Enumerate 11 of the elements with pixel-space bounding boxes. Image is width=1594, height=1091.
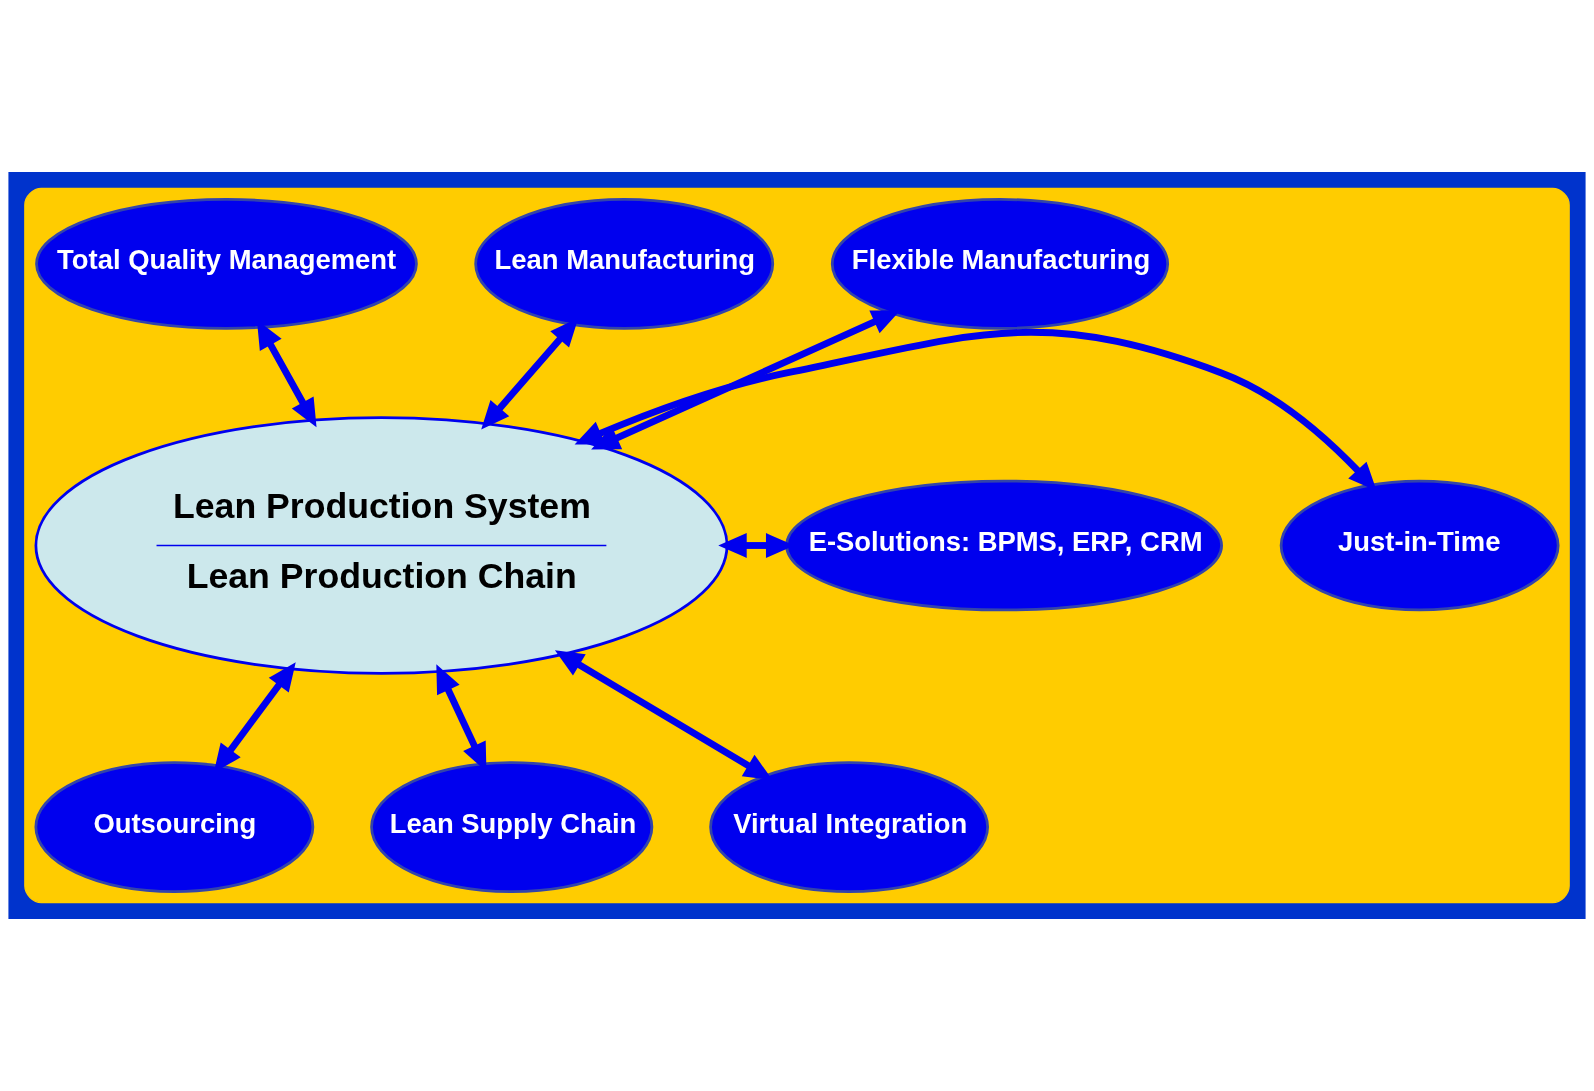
cluster <box>24 187 1570 904</box>
arrow <box>591 310 901 450</box>
node-ellipse: Total Quality Management <box>35 198 418 330</box>
node-ellipse: E-Solutions: BPMS, ERP, CRM <box>785 479 1223 612</box>
node-ellipse: Flexible Manufacturing <box>830 198 1170 330</box>
node-ellipse: Outsourcing <box>34 761 315 893</box>
node-ellipse: Virtual Integration <box>709 761 989 893</box>
node-ellipse: Lean Manufacturing <box>474 198 775 330</box>
arrow <box>554 650 773 781</box>
node-ellipse: Lean Supply Chain <box>370 761 654 893</box>
node-ellipse: Just-in-Time <box>1279 479 1560 612</box>
